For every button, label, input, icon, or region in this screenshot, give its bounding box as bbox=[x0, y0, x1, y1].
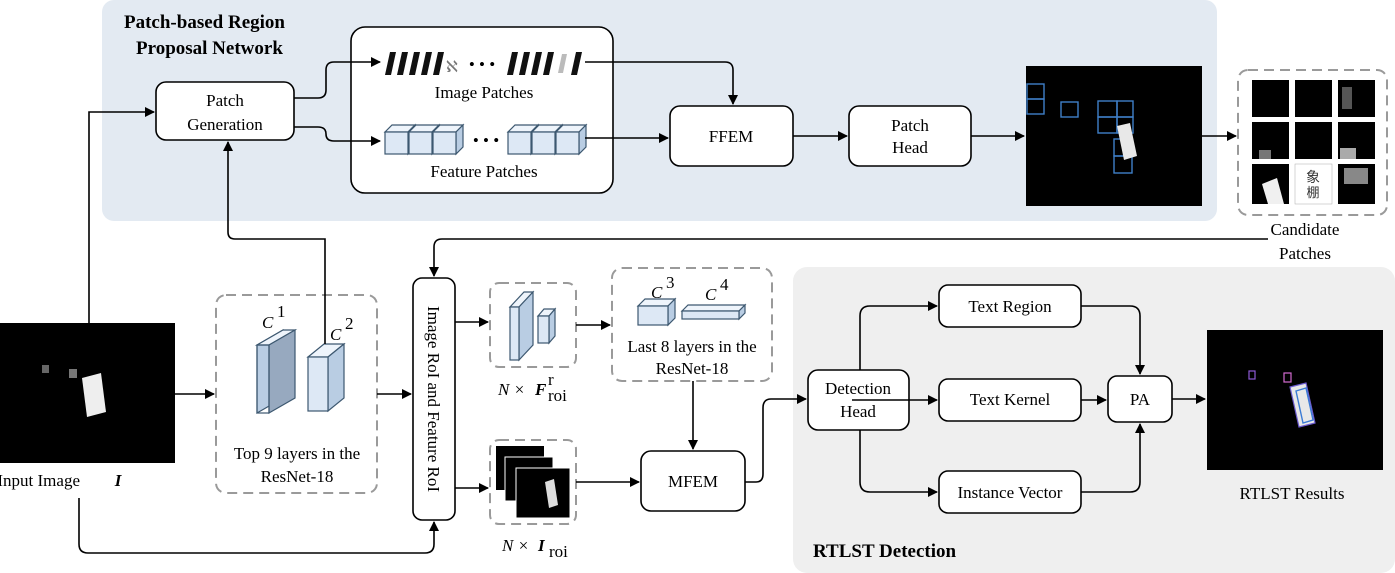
feature-patches-ellipsis: • • • bbox=[473, 131, 499, 150]
text-region-node: Text Region bbox=[938, 284, 1082, 328]
connectors bbox=[78, 57, 1268, 554]
candidate-patches-label-1: Candidate bbox=[1271, 220, 1340, 239]
svg-text:Head: Head bbox=[840, 402, 876, 421]
c4-sup: 4 bbox=[720, 275, 729, 294]
feature-roi-block bbox=[489, 282, 577, 368]
f-roi-prefix: N × bbox=[497, 380, 525, 399]
image-patches-label: Image Patches bbox=[435, 83, 534, 102]
svg-text:Instance Vector: Instance Vector bbox=[958, 483, 1063, 502]
patch-head-node: Patch Head bbox=[848, 105, 972, 167]
backbone-last-label-1: Last 8 layers in the bbox=[627, 337, 756, 356]
svg-text:PA: PA bbox=[1130, 390, 1151, 409]
i-roi-prefix: N × bbox=[501, 536, 529, 555]
image-patches-ellipsis: • • • bbox=[469, 55, 495, 74]
c3-sup: 3 bbox=[666, 273, 675, 292]
feature-patches-cubes bbox=[383, 123, 588, 156]
input-image bbox=[0, 323, 175, 463]
patches-container: ℵ • • • Image Patches bbox=[350, 26, 614, 194]
candidate-patches-label-2: Patches bbox=[1279, 244, 1331, 263]
svg-text:Head: Head bbox=[892, 138, 928, 157]
backbone-top-label-2: ResNet-18 bbox=[261, 467, 334, 486]
mfem-node: MFEM bbox=[640, 450, 746, 512]
rpn-title-line1: Patch-based Region bbox=[124, 12, 285, 33]
detection-title: RTLST Detection bbox=[813, 541, 956, 562]
svg-text:Patch: Patch bbox=[206, 91, 244, 110]
svg-text:棚: 棚 bbox=[1306, 185, 1319, 200]
svg-text:MFEM: MFEM bbox=[668, 472, 718, 491]
ffem-node: FFEM bbox=[669, 105, 794, 167]
patch-proposal-image bbox=[1026, 66, 1202, 206]
c4-label: C bbox=[705, 285, 717, 304]
svg-text:Text Region: Text Region bbox=[968, 297, 1052, 316]
i-roi-sub: roi bbox=[549, 542, 568, 561]
feature-patches-label: Feature Patches bbox=[430, 162, 537, 181]
i-roi-symbol: I bbox=[537, 536, 546, 555]
svg-text:象: 象 bbox=[1306, 170, 1320, 186]
results-image bbox=[1207, 330, 1383, 470]
svg-text:Patch: Patch bbox=[891, 116, 929, 135]
rpn-title-line2: Proposal Network bbox=[136, 38, 283, 59]
text-kernel-node: Text Kernel bbox=[938, 378, 1082, 422]
c2-sup: 2 bbox=[345, 314, 354, 333]
c1-label: C bbox=[262, 313, 274, 332]
pa-node: PA bbox=[1107, 375, 1173, 423]
candidate-patches: 象 棚 bbox=[1237, 69, 1388, 216]
instance-vector-node: Instance Vector bbox=[938, 470, 1082, 514]
image-patches-strip: ℵ bbox=[385, 52, 582, 76]
f-roi-symbol: F bbox=[534, 380, 547, 399]
c3-label: C bbox=[651, 283, 663, 302]
backbone-top-label-1: Top 9 layers in the bbox=[234, 444, 360, 463]
results-label: RTLST Results bbox=[1240, 484, 1345, 503]
svg-text:Image RoI and Feature RoI: Image RoI and Feature RoI bbox=[424, 306, 443, 492]
svg-text:Detection: Detection bbox=[825, 379, 892, 398]
image-roi-block bbox=[489, 439, 577, 525]
input-image-symbol: I bbox=[114, 471, 123, 490]
backbone-top-block bbox=[215, 294, 378, 494]
patch-generation-node: Patch Generation bbox=[155, 81, 295, 141]
f-roi-sub: roi bbox=[548, 386, 567, 405]
f-roi-sup: r bbox=[548, 370, 554, 389]
backbone-last-block bbox=[611, 267, 773, 382]
svg-text:Generation: Generation bbox=[187, 115, 263, 134]
svg-text:FFEM: FFEM bbox=[709, 127, 753, 146]
c1-sup: 1 bbox=[277, 302, 286, 321]
roi-node: Image RoI and Feature RoI bbox=[412, 277, 456, 521]
svg-text:Text Kernel: Text Kernel bbox=[970, 390, 1051, 409]
input-image-label: Input Image bbox=[0, 471, 80, 490]
svg-text:ℵ: ℵ bbox=[446, 57, 458, 76]
c2-label: C bbox=[330, 325, 342, 344]
backbone-last-label-2: ResNet-18 bbox=[656, 359, 729, 378]
